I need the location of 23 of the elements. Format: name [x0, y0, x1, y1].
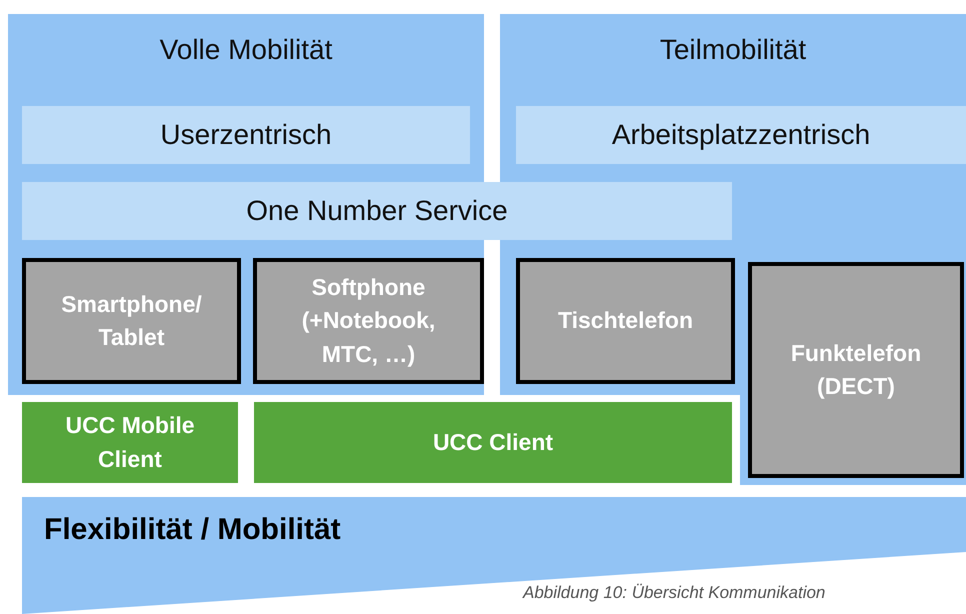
label-text: Softphone (+Notebook, MTC, …) — [300, 272, 436, 369]
label-text: Flexibilität / Mobilität — [44, 513, 341, 547]
device-box — [22, 258, 241, 384]
label-text: Volle Mobilität — [160, 34, 332, 66]
label-text: Smartphone/ Tablet — [60, 290, 203, 352]
category-band — [22, 106, 470, 164]
label-text: Teilmobilität — [660, 34, 806, 66]
label-text: UCC Client — [432, 428, 554, 457]
device-box — [253, 258, 484, 384]
device-box — [748, 262, 964, 478]
label-text: Tischtelefon — [558, 306, 694, 336]
label-text: One Number Service — [246, 195, 508, 227]
client-box — [22, 402, 238, 483]
label-text: UCC Mobile Client — [64, 411, 196, 474]
axis-band — [22, 497, 966, 614]
label-text: Funktelefon (DECT) — [790, 338, 922, 401]
category-band — [516, 106, 966, 164]
caption: Abbildung 10: Übersicht Kommunikation — [523, 583, 826, 603]
label-text: Arbeitsplatzzentrisch — [612, 119, 870, 151]
label-text: Userzentrisch — [160, 119, 332, 151]
category-band — [22, 182, 732, 240]
client-box — [254, 402, 732, 483]
device-box — [516, 258, 735, 384]
